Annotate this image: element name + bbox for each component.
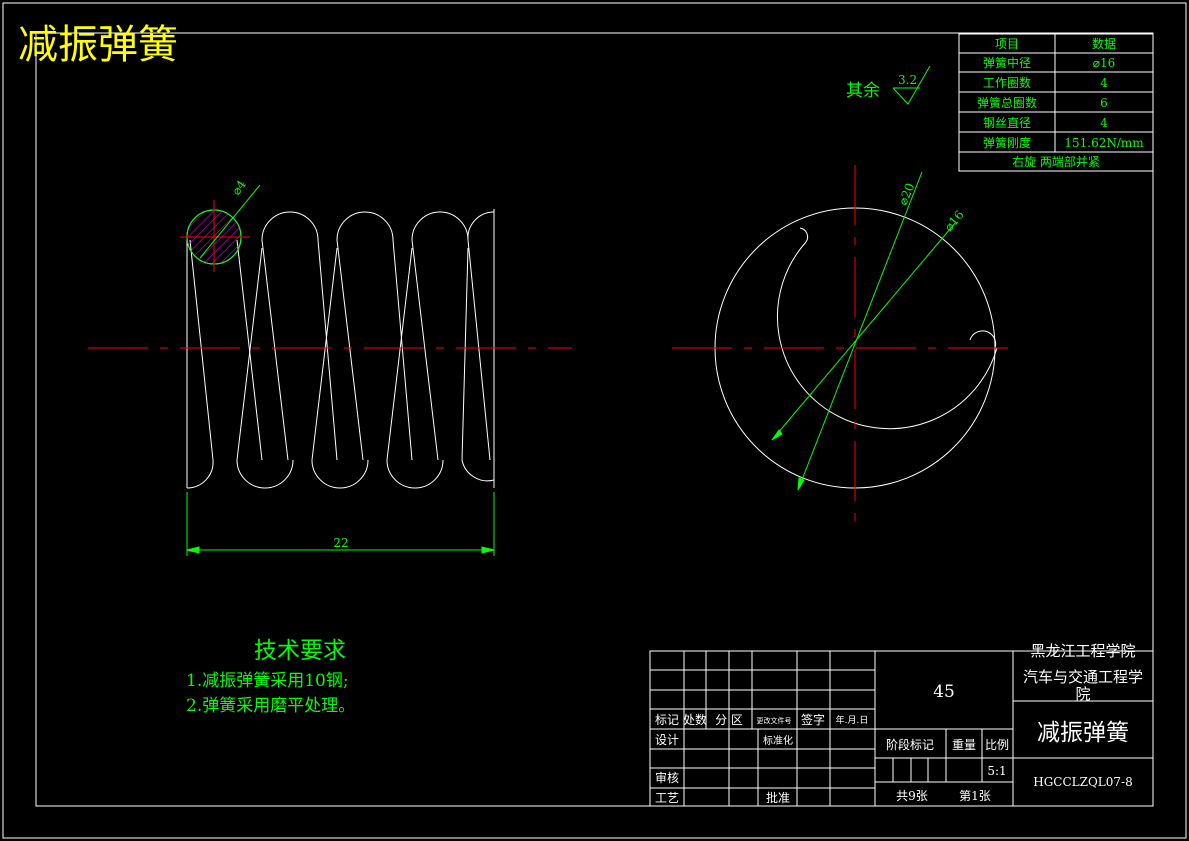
rev-header: 处数 <box>683 712 707 727</box>
params-cell: 4 <box>1100 116 1108 130</box>
tech-req-heading: 技术要求 <box>254 638 346 664</box>
params-header-data: 数据 <box>1092 36 1116 51</box>
params-cell: 弹簧中径 <box>983 55 1031 70</box>
title-approve: 批准 <box>766 790 790 805</box>
title-school: 黑龙江工程学院 <box>1030 642 1135 660</box>
dim-outer-dia: ⌀20 <box>896 181 917 207</box>
params-table <box>958 33 1154 172</box>
title-sheet-no: 第1张 <box>959 789 991 803</box>
params-cell: 弹簧总圈数 <box>977 95 1037 110</box>
spring-front-view <box>186 209 495 489</box>
dim-diameters <box>771 171 957 491</box>
params-cell: 6 <box>1100 96 1108 110</box>
rev-header: 年.月.日 <box>836 714 869 726</box>
roughness-symbol <box>892 65 931 105</box>
title-check: 审核 <box>655 770 679 785</box>
title-drawing-no: HGCCLZQL07-8 <box>1033 775 1133 789</box>
params-cell: 4 <box>1100 76 1108 90</box>
dim-wire-dia: ⌀4 <box>229 177 249 198</box>
title-block <box>649 650 1154 807</box>
title-scale: 5:1 <box>987 764 1006 778</box>
rev-header: 分 区 <box>715 713 743 727</box>
tech-req-item: 2.弹簧采用磨平处理。 <box>186 696 355 716</box>
title-material: 45 <box>933 682 955 702</box>
title-stage-label: 阶段标记 <box>886 737 934 752</box>
title-dept-cont: 院 <box>1075 685 1090 703</box>
dim-length <box>186 492 495 556</box>
rev-header: 签字 <box>801 712 825 727</box>
rev-header: 标记 <box>655 713 679 727</box>
dim-length-text: 22 <box>333 536 348 550</box>
params-cell: 钢丝直径 <box>983 116 1031 130</box>
surface-roughness: 其余 3.2 <box>846 65 931 105</box>
title-weight-label: 重量 <box>952 738 976 752</box>
params-cell: 151.62N/mm <box>1064 136 1144 150</box>
params-cell: 弹簧刚度 <box>983 135 1031 150</box>
wire-section <box>180 184 261 272</box>
roughness-value: 3.2 <box>898 73 917 87</box>
rev-header: 更改文件号 <box>757 716 792 725</box>
params-header-item: 项目 <box>995 37 1019 51</box>
params-footer: 右旋 两端部并紧 <box>1012 154 1100 169</box>
title-scale-label: 比例 <box>985 738 1009 752</box>
title-part-name: 减振弹簧 <box>1037 720 1129 746</box>
params-cell: ⌀16 <box>1093 56 1116 70</box>
title-design: 设计 <box>655 733 679 747</box>
title-process: 工艺 <box>655 791 679 805</box>
title-standard: 标准化 <box>763 734 793 747</box>
dim-mean-dia: ⌀16 <box>942 208 967 234</box>
drawing-title: 减振弹簧 <box>18 22 178 68</box>
roughness-label: 其余 <box>846 81 880 101</box>
params-cell: 工作圈数 <box>983 75 1031 90</box>
title-sheets-total: 共9张 <box>896 789 928 803</box>
title-dept: 汽车与交通工程学 <box>1023 668 1143 686</box>
inner-frame <box>35 32 1154 807</box>
tech-req-item: 1.减振弹簧采用10钢; <box>186 671 349 691</box>
